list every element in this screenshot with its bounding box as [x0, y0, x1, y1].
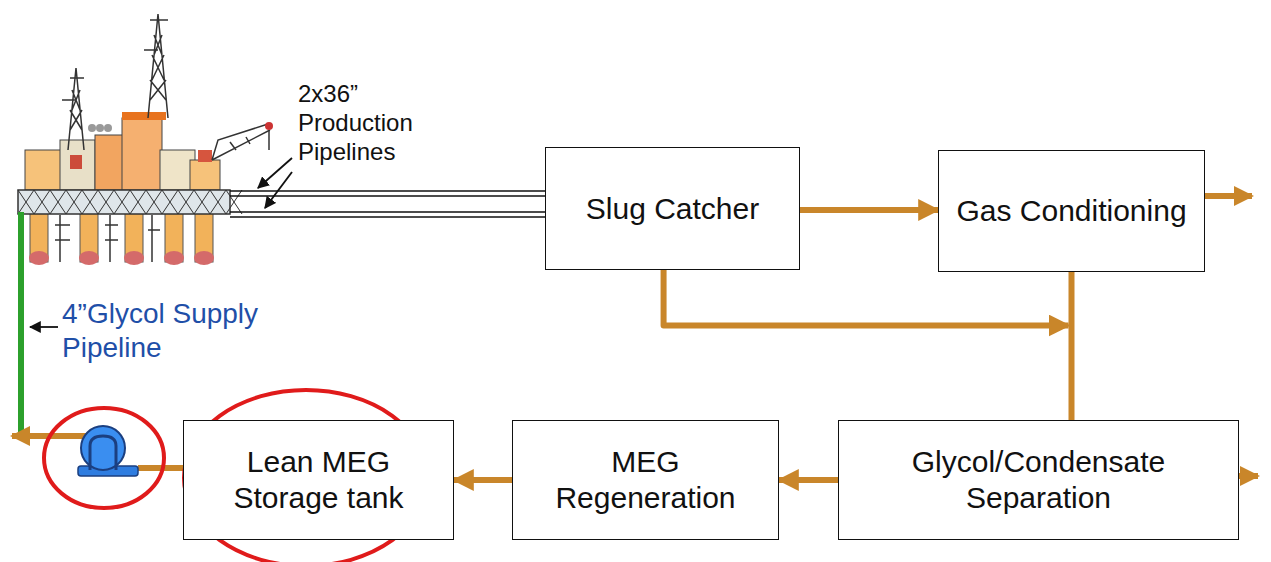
art-shape	[122, 118, 162, 190]
art-shape	[212, 124, 270, 160]
process-box: Glycol/Condensate Separation	[838, 420, 1239, 540]
art-shape	[148, 14, 168, 118]
pipeline-label: 2x36” Production Pipelines	[298, 80, 458, 166]
art-shape	[79, 251, 99, 265]
art-shape	[81, 426, 125, 470]
box-label: MEG Regeneration	[513, 444, 778, 516]
art-shape	[18, 190, 230, 214]
art-shape	[265, 122, 273, 130]
art-shape	[230, 195, 545, 197]
deck-truss	[18, 190, 242, 214]
flow-arrow	[800, 207, 938, 213]
production-pipelines	[230, 191, 545, 217]
art-shape	[88, 124, 96, 132]
art-shape	[55, 215, 160, 262]
art-shape	[230, 216, 545, 218]
art-shape	[62, 78, 84, 100]
art-shape	[198, 150, 212, 162]
art-shape	[164, 251, 184, 265]
art-shape	[95, 135, 125, 190]
art-shape	[90, 436, 116, 470]
process-box: Gas Conditioning	[938, 150, 1205, 272]
flow-arrow	[1069, 272, 1075, 420]
pipeline-label: 4”Glycol Supply Pipeline	[62, 297, 352, 364]
art-shape	[29, 251, 49, 265]
art-shape	[122, 112, 166, 120]
box-label: Slug Catcher	[576, 191, 769, 227]
flow-arrow	[779, 477, 838, 483]
art-shape	[44, 408, 164, 508]
art-shape	[124, 251, 144, 265]
art-shape	[60, 140, 95, 190]
art-shape	[96, 124, 104, 132]
process-box: Slug Catcher	[545, 147, 800, 270]
box-label: Lean MEG Storage tank	[184, 444, 453, 516]
box-label: Glycol/Condensate Separation	[839, 444, 1238, 516]
art-shape	[268, 130, 270, 150]
pump-symbol	[78, 426, 138, 476]
flow-arrow	[454, 477, 512, 483]
art-shape	[230, 211, 545, 213]
process-box: Lean MEG Storage tank	[183, 420, 454, 540]
platform-modules	[25, 112, 220, 190]
platform-legs	[29, 212, 214, 265]
art-shape	[68, 68, 84, 150]
crane	[212, 122, 273, 160]
art-shape	[70, 155, 82, 169]
art-shape	[190, 160, 220, 190]
art-shape	[258, 158, 292, 188]
art-shape	[194, 251, 214, 265]
art-shape	[18, 190, 242, 214]
derrick-towers	[62, 14, 168, 150]
art-shape	[265, 172, 292, 208]
glycol-supply-line	[18, 212, 24, 434]
label-holder: 4”Glycol Supply Pipeline	[62, 297, 352, 364]
art-shape	[144, 20, 168, 50]
art-shape	[30, 326, 58, 328]
art-shape	[104, 124, 112, 132]
art-shape	[25, 150, 65, 190]
box-label: Gas Conditioning	[946, 193, 1196, 229]
process-box: MEG Regeneration	[512, 420, 779, 540]
label-holder: 2x36” Production Pipelines	[298, 80, 458, 166]
flow-arrow	[664, 270, 1069, 326]
